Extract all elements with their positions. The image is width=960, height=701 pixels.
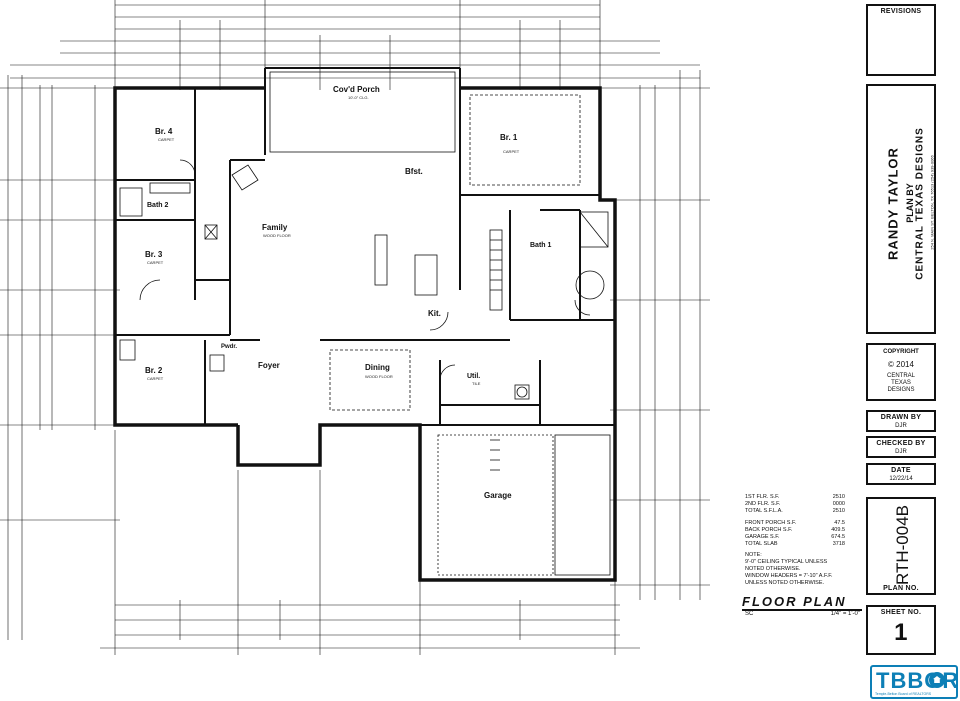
stat-row: FRONT PORCH S.F. 47.5 <box>745 520 845 527</box>
stat-row: TOTAL S.F.L.A. 2510 <box>745 508 845 515</box>
note-porch-clg: 10'-0" CLG. <box>348 95 369 100</box>
room-bath2: Bath 2 <box>147 202 169 209</box>
plan-by: PLAN BY <box>905 183 915 223</box>
tbbor-logo: TBBOR Temple-Belton Board of REALTORS <box>870 665 958 699</box>
checked-by-value: DJR <box>895 449 907 455</box>
note-br2: CARPET <box>147 376 164 381</box>
room-kit: Kit. <box>428 309 441 318</box>
stat-row: BACK PORCH S.F. 409.5 <box>745 527 845 534</box>
note-line: UNLESS NOTED OTHERWISE. <box>745 580 825 586</box>
dimension-lines-bottom <box>100 430 640 655</box>
room-dining: Dining <box>365 363 390 372</box>
drawn-by-box: DRAWN BY DJR <box>866 410 936 432</box>
stat-label: 1ST FLR. S.F. <box>745 494 780 500</box>
stat-label: BACK PORCH S.F. <box>745 527 793 533</box>
copyright-holder-2: TEXAS <box>891 380 911 386</box>
note-br3: CARPET <box>147 260 164 265</box>
plan-no-label: PLAN NO. <box>883 585 919 592</box>
date-label: DATE <box>891 467 911 474</box>
date-value: 12/22/14 <box>889 476 913 482</box>
note-util: TILE <box>472 381 481 386</box>
stat-row: TOTAL SLAB 3718 <box>745 541 845 548</box>
room-foyer: Foyer <box>258 361 280 370</box>
stat-value: 47.5 <box>834 520 845 526</box>
room-bath1: Bath 1 <box>530 242 552 249</box>
stat-value: 674.5 <box>831 534 845 540</box>
stat-value: 3718 <box>832 541 845 547</box>
copyright-box: COPYRIGHT © 2014 CENTRAL TEXAS DESIGNS <box>866 343 936 401</box>
stat-row: 1ST FLR. S.F. 2510 <box>745 494 845 501</box>
note-dining: WOOD FLOOR <box>365 374 393 379</box>
stat-value: 2510 <box>832 508 845 514</box>
scale-left: SC <box>745 611 754 617</box>
dimension-lines-top <box>10 0 700 90</box>
date-box: DATE 12/22/14 <box>866 463 936 485</box>
room-util: Util. <box>467 373 480 380</box>
exterior-walls <box>113 67 617 582</box>
sheet-no-box: SHEET NO. 1 <box>866 605 936 655</box>
stat-label: FRONT PORCH S.F. <box>745 520 797 526</box>
designer-box: RANDY TAYLOR PLAN BY CENTRAL TEXAS DESIG… <box>866 84 936 334</box>
checked-by-box: CHECKED BY DJR <box>866 436 936 458</box>
room-br4: Br. 4 <box>155 127 173 136</box>
house-pin-icon <box>929 672 945 688</box>
drawn-by-label: DRAWN BY <box>880 414 922 421</box>
note-line: 9'-0" CEILING TYPICAL UNLESS <box>745 559 828 565</box>
interior-walls <box>115 88 615 426</box>
stat-label: GARAGE S.F. <box>745 534 780 540</box>
dimension-lines-left <box>0 75 120 640</box>
room-br3: Br. 3 <box>145 250 163 259</box>
revisions-box: REVISIONS <box>866 4 936 76</box>
stat-value: 409.5 <box>831 527 845 533</box>
stat-value: 0000 <box>832 501 845 507</box>
dimension-lines-right <box>600 70 710 600</box>
drawn-by-value: DJR <box>895 423 907 429</box>
note-family: WOOD FLOOR <box>263 233 291 238</box>
copyright-label: COPYRIGHT <box>883 349 919 355</box>
copyright-holder-3: DESIGNS <box>887 387 915 393</box>
company-address: 254 N. MAIN ST. BELTON, TX 76513 (254) 9… <box>929 155 935 250</box>
plan-no-value: RTH-004B <box>893 505 912 585</box>
drawing-title: FLOOR PLAN <box>742 594 862 611</box>
room-bfst: Bfst. <box>405 167 423 176</box>
stat-label: 2ND FLR. S.F. <box>745 501 781 507</box>
room-br2: Br. 2 <box>145 366 163 375</box>
drawing-scale: SC 1/4" = 1'-0" <box>745 611 860 617</box>
copyright-year: © 2014 <box>888 360 914 369</box>
checked-by-label: CHECKED BY <box>876 440 926 447</box>
note-line: WINDOW HEADERS = 7'-10" A.F.F. <box>745 573 833 579</box>
note-br4: CARPET <box>158 137 175 142</box>
designer-name: RANDY TAYLOR <box>885 147 901 260</box>
room-family: Family <box>262 223 288 232</box>
sheet-no-label: SHEET NO. <box>880 609 922 616</box>
room-covd-porch: Cov'd Porch <box>333 85 380 94</box>
logo-tagline: Temple-Belton Board of REALTORS <box>875 692 932 696</box>
stat-row: 2ND FLR. S.F. 0000 <box>745 501 845 508</box>
room-labels: Cov'd Porch 10'-0" CLG. Br. 4 CARPET Br.… <box>145 85 552 500</box>
company-name: CENTRAL TEXAS DESIGNS <box>914 127 926 280</box>
stat-label: TOTAL S.F.L.A. <box>745 508 783 514</box>
scale-right: 1/4" = 1'-0" <box>830 611 860 617</box>
stat-label: TOTAL SLAB <box>745 541 778 547</box>
room-pwdr: Pwdr. <box>221 344 237 350</box>
plan-no-box: RTH-004B PLAN NO. <box>866 497 936 595</box>
room-garage: Garage <box>484 491 512 500</box>
sheet-no-value: 1 <box>894 619 908 646</box>
stat-row: GARAGE S.F. 674.5 <box>745 534 845 541</box>
floor-plan-drawing: Cov'd Porch 10'-0" CLG. Br. 4 CARPET Br.… <box>0 0 710 655</box>
logo-word: TBBOR <box>876 668 960 693</box>
note-line: NOTE: <box>745 552 762 558</box>
copyright-holder-1: CENTRAL <box>886 373 915 379</box>
note-line: NOTED OTHERWISE. <box>745 566 801 572</box>
note-br1: CARPET <box>503 149 520 154</box>
plan-details <box>119 71 611 576</box>
revisions-label: REVISIONS <box>880 8 922 15</box>
stat-value: 2510 <box>832 494 845 500</box>
room-br1: Br. 1 <box>500 133 518 142</box>
